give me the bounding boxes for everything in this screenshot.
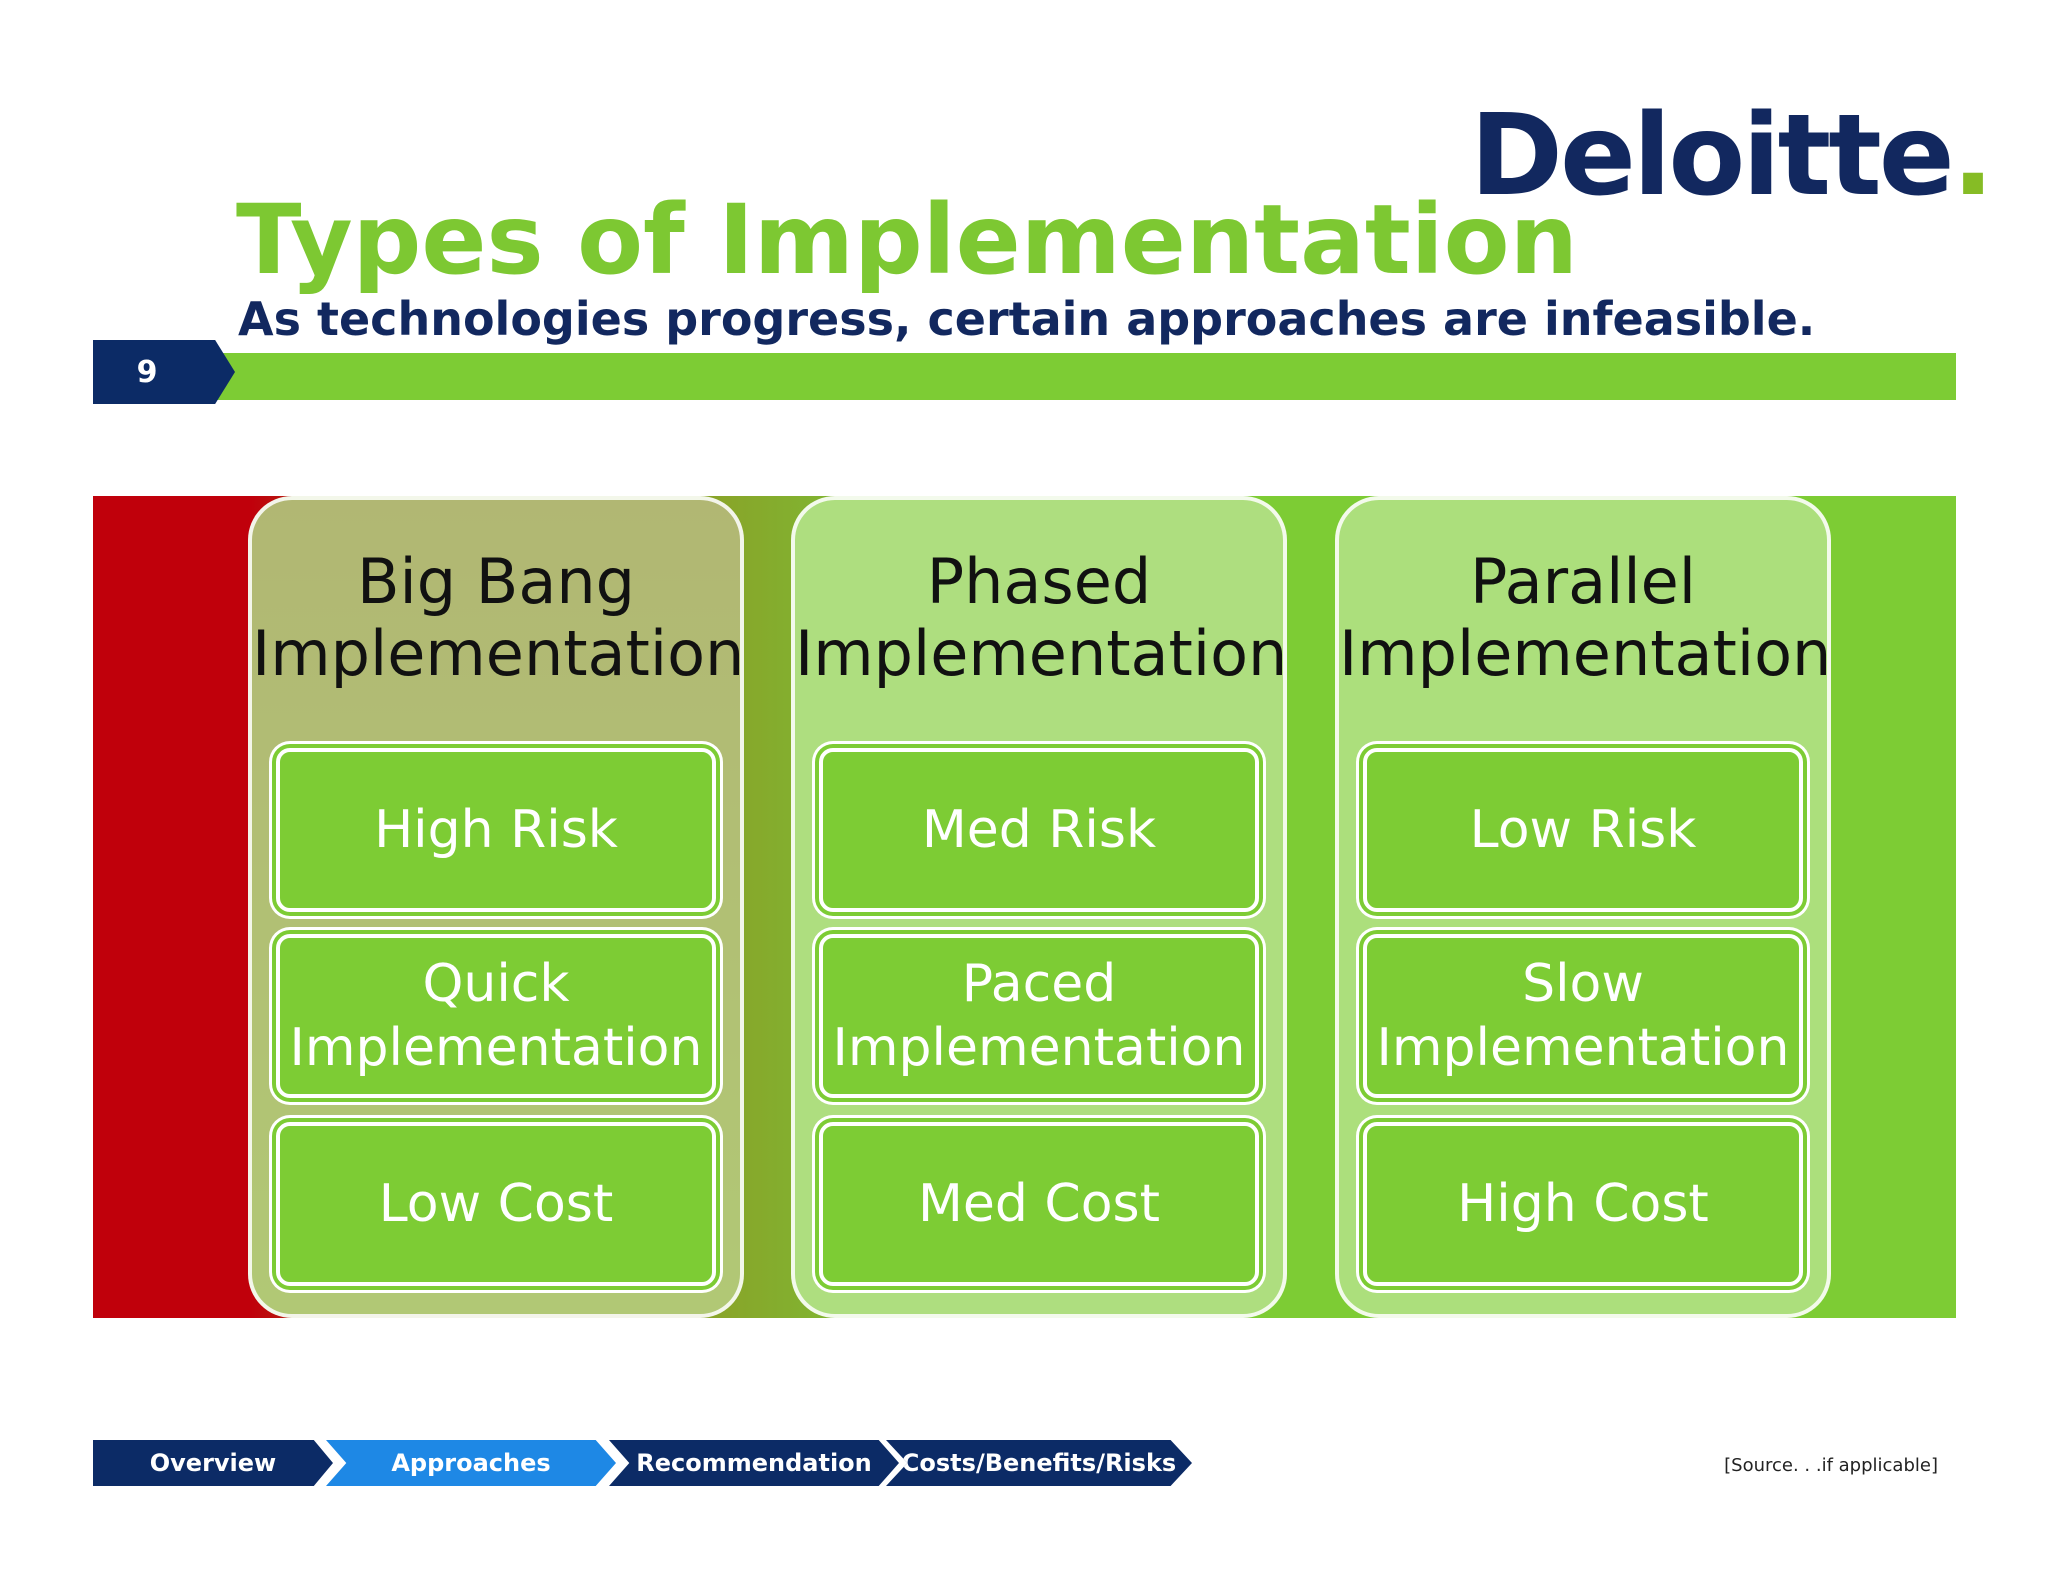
speed-label-line2: Implementation: [289, 1018, 703, 1078]
speed-label-line1: Paced: [961, 954, 1117, 1014]
title-underline-bar: [200, 353, 1956, 400]
source-note: [Source. . .if applicable]: [1724, 1455, 1938, 1476]
column-title: Phased Implementation: [795, 545, 1288, 690]
nav-overview[interactable]: Overview: [93, 1440, 333, 1486]
cost-label: High Cost: [1457, 1174, 1709, 1234]
speed-label-line2: Implementation: [1376, 1018, 1790, 1078]
column-title-line2: Implementation: [252, 617, 745, 690]
speed-label-line1: Slow: [1522, 954, 1644, 1014]
cost-label: Med Cost: [918, 1174, 1160, 1234]
logo-wordmark: Deloitte: [1470, 91, 1955, 221]
risk-label: High Risk: [374, 800, 618, 860]
risk-box: High Risk: [276, 748, 716, 912]
risk-box: Med Risk: [819, 748, 1259, 912]
nav-approaches[interactable]: Approaches: [326, 1440, 616, 1486]
column-title-line1: Parallel: [1470, 545, 1696, 618]
page-number-tab: 9: [93, 340, 235, 404]
speed-label-line2: Implementation: [832, 1018, 1246, 1078]
column-title: Big Bang Implementation: [252, 545, 745, 690]
cost-box: Med Cost: [819, 1122, 1259, 1286]
nav-recommendation[interactable]: Recommendation: [609, 1440, 899, 1486]
column-title-line2: Implementation: [1339, 617, 1832, 690]
deloitte-logo: Deloitte.: [1470, 100, 1994, 212]
cost-box: High Cost: [1363, 1122, 1803, 1286]
risk-label: Low Risk: [1469, 800, 1697, 860]
column-title-line1: Phased: [926, 545, 1152, 618]
cost-label: Low Cost: [378, 1174, 614, 1234]
cost-box: Low Cost: [276, 1122, 716, 1286]
slide-subtitle: As technologies progress, certain approa…: [238, 292, 1816, 346]
slide-title: Types of Implementation: [236, 184, 1578, 296]
risk-box: Low Risk: [1363, 748, 1803, 912]
risk-label: Med Risk: [921, 800, 1157, 860]
column-title-line2: Implementation: [795, 617, 1288, 690]
page-number: 9: [136, 354, 158, 390]
speed-label-line1: Quick: [422, 954, 570, 1014]
column-title: Parallel Implementation: [1339, 545, 1832, 690]
logo-dot: .: [1951, 91, 1995, 221]
nav-costs-benefits-risks[interactable]: Costs/Benefits/Risks: [886, 1440, 1192, 1486]
column-title-line1: Big Bang: [356, 545, 635, 618]
